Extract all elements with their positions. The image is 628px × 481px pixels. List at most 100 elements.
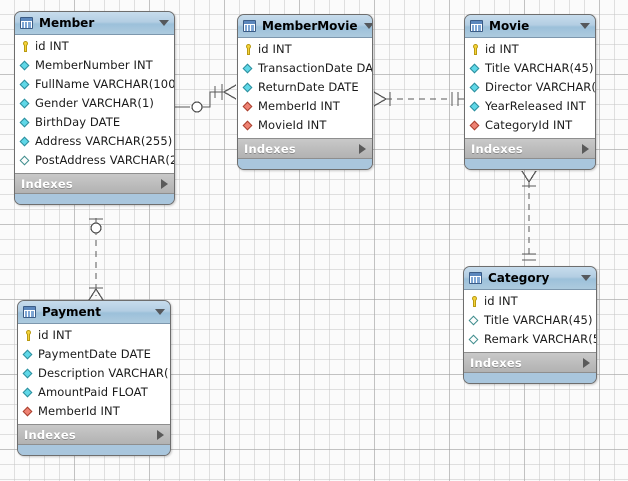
chevron-down-icon[interactable] [580,23,590,29]
table-icon [20,17,33,29]
table-column[interactable]: Description VARCHAR(100) [18,364,170,383]
table-columns-payment: id INT PaymentDate DATE Description VARC… [18,324,170,424]
chevron-down-icon[interactable] [581,275,591,281]
table-columns-movie: id INT Title VARCHAR(45) Director VARCHA… [465,38,595,138]
column-diamond-icon [242,81,255,94]
column-diamond-icon [469,62,482,75]
primary-key-icon [469,43,482,56]
table-column[interactable]: AmountPaid FLOAT [18,383,170,402]
indexes-label: Indexes [470,355,522,370]
column-diamond-icon [469,100,482,113]
table-header-member[interactable]: Member [15,12,174,35]
table-membermovie[interactable]: MemberMovie id INT TransactionDate DATE … [237,14,373,170]
table-footer-strip [464,373,596,383]
column-diamond-icon [19,78,32,91]
table-footer-strip [238,159,372,169]
foreign-key-diamond-icon [22,405,35,418]
table-title: MemberMovie [262,19,358,33]
chevron-right-icon[interactable] [582,143,589,154]
nullable-diamond-icon [468,333,481,346]
chevron-right-icon[interactable] [161,178,168,189]
nullable-diamond-icon [468,314,481,327]
foreign-key-diamond-icon [469,119,482,132]
table-footer-strip [465,159,595,169]
table-header-membermovie[interactable]: MemberMovie [238,15,372,38]
indexes-section-membermovie[interactable]: Indexes [238,138,372,159]
indexes-section-movie[interactable]: Indexes [465,138,595,159]
table-footer-strip [18,445,170,455]
chevron-right-icon[interactable] [359,143,366,154]
column-diamond-icon [22,348,35,361]
chevron-down-icon[interactable] [159,20,169,26]
table-column[interactable]: ReturnDate DATE [238,78,372,97]
primary-key-icon [19,40,32,53]
table-footer-strip [15,194,174,204]
table-header-category[interactable]: Category [464,267,596,290]
indexes-section-member[interactable]: Indexes [15,173,174,194]
table-column[interactable]: Title VARCHAR(45) [465,59,595,78]
table-header-movie[interactable]: Movie [465,15,595,38]
column-diamond-icon [469,81,482,94]
indexes-section-category[interactable]: Indexes [464,352,596,373]
table-icon [23,306,36,318]
foreign-key-diamond-icon [242,119,255,132]
table-title: Category [488,271,550,285]
table-columns-membermovie: id INT TransactionDate DATE ReturnDate D… [238,38,372,138]
column-diamond-icon [242,62,255,75]
table-title: Member [39,16,95,30]
column-diamond-icon [22,367,35,380]
chevron-right-icon[interactable] [157,429,164,440]
column-diamond-icon [19,97,32,110]
primary-key-icon [242,43,255,56]
chevron-right-icon[interactable] [583,357,590,368]
table-column[interactable]: PaymentDate DATE [18,345,170,364]
table-header-payment[interactable]: Payment [18,301,170,324]
table-icon [469,272,482,284]
relationship-membermovie-movie [373,91,464,107]
table-column[interactable]: CategoryId INT [465,116,595,135]
table-column[interactable]: Remark VARCHAR(500) [464,330,596,349]
table-column[interactable]: MemberId INT [238,97,372,116]
indexes-label: Indexes [24,427,76,442]
indexes-label: Indexes [471,141,523,156]
table-column[interactable]: id INT [238,40,372,59]
table-columns-category: id INT Title VARCHAR(45) Remark VARCHAR(… [464,290,596,352]
table-column[interactable]: MemberNumber INT [15,56,174,75]
column-diamond-icon [22,386,35,399]
column-diamond-icon [19,59,32,72]
table-column[interactable]: TransactionDate DATE [238,59,372,78]
table-column[interactable]: FullName VARCHAR(100) [15,75,174,94]
nullable-diamond-icon [19,154,32,167]
table-column[interactable]: Director VARCHAR(45) [465,78,595,97]
chevron-down-icon[interactable] [363,23,372,29]
table-column[interactable]: id INT [15,37,174,56]
table-column[interactable]: MovieId INT [238,116,372,135]
table-column[interactable]: Gender VARCHAR(1) [15,94,174,113]
relationship-member-payment [88,218,104,301]
table-column[interactable]: id INT [465,40,595,59]
column-diamond-icon [19,116,32,129]
primary-key-icon [22,329,35,342]
table-title: Payment [42,305,101,319]
table-column[interactable]: BirthDay DATE [15,113,174,132]
table-member[interactable]: Member id INT MemberNumber INT FullName … [14,11,175,205]
table-column[interactable]: id INT [18,326,170,345]
table-movie[interactable]: Movie id INT Title VARCHAR(45) Director … [464,14,596,170]
table-column[interactable]: MemberId INT [18,402,170,421]
indexes-label: Indexes [244,141,296,156]
table-icon [470,20,483,32]
table-column[interactable]: id INT [464,292,596,311]
primary-key-icon [468,295,481,308]
table-column[interactable]: Address VARCHAR(255) [15,132,174,151]
table-column[interactable]: PostAddress VARCHAR(255) [15,151,174,170]
relationship-movie-category [521,170,537,261]
chevron-down-icon[interactable] [155,309,165,315]
indexes-section-payment[interactable]: Indexes [18,424,170,445]
table-category[interactable]: Category id INT Title VARCHAR(45) Remark… [463,266,597,384]
foreign-key-diamond-icon [242,100,255,113]
table-icon [243,20,256,32]
table-payment[interactable]: Payment id INT PaymentDate DATE Descript… [17,300,171,456]
table-column[interactable]: YearReleased INT [465,97,595,116]
table-column[interactable]: Title VARCHAR(45) [464,311,596,330]
